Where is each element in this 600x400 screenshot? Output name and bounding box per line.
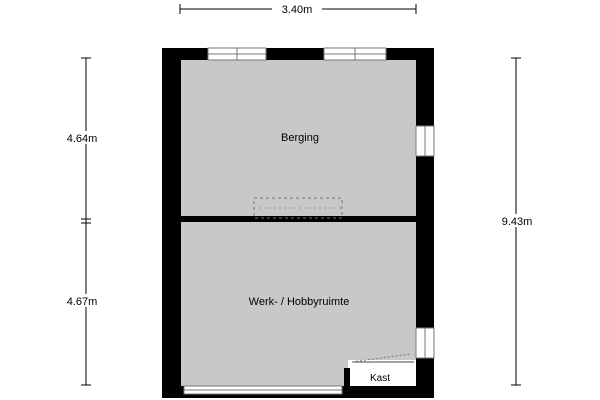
width-label: 3.40m [282, 4, 313, 16]
top-window-right [323, 47, 387, 61]
width-dimension: 3.40m [179, 2, 417, 16]
top-window-left [207, 47, 267, 61]
right-window-upper [415, 125, 435, 157]
total-height-label: 9.43m [502, 216, 533, 228]
lower-room-label: Werk- / Hobbyruimte [249, 296, 350, 308]
right-dimension: 9.43m [492, 57, 542, 386]
left-dimension: 4.64m 4.67m [58, 57, 108, 386]
closet-label: Kast [370, 373, 390, 384]
upper-room-floor [181, 60, 416, 217]
bottom-door [183, 385, 343, 395]
upper-room-label: Berging [281, 132, 319, 144]
closet: Kast [344, 353, 416, 388]
dividing-wall [175, 216, 423, 222]
upper-height-label: 4.64m [67, 133, 98, 145]
lower-height-label: 4.67m [67, 296, 98, 308]
right-window-lower [415, 327, 435, 359]
